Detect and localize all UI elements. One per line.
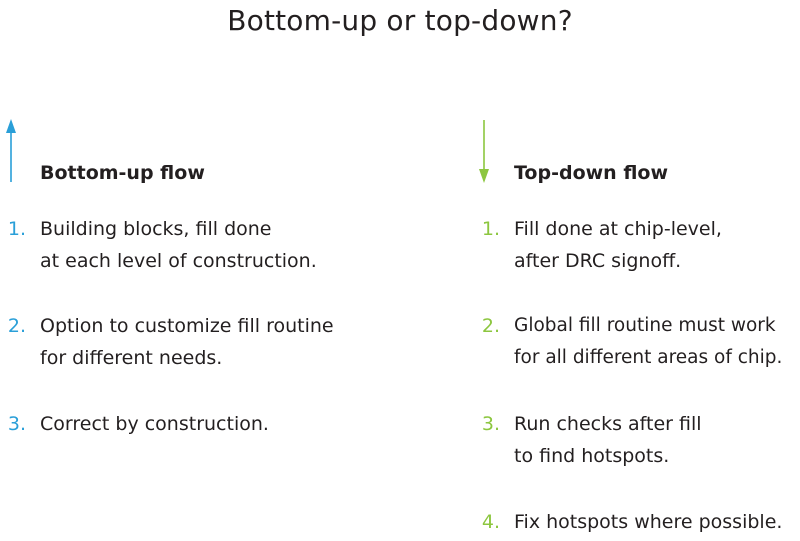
item-line: Correct by construction. xyxy=(40,413,269,435)
item-line: Fix hotspots where possible. xyxy=(514,511,783,533)
item-number: 3. xyxy=(481,413,500,435)
item-number: 2. xyxy=(481,315,500,337)
item-number: 3. xyxy=(7,413,26,435)
top-down-heading: Top-down flow xyxy=(514,162,669,184)
item-number: 1. xyxy=(7,218,26,240)
item-line: for all different areas of chip. xyxy=(514,347,783,368)
arrow-down-icon xyxy=(479,120,489,183)
item-number: 2. xyxy=(7,315,26,337)
item-text: Fix hotspots where possible. xyxy=(514,506,782,538)
item-text: Option to customize fill routine for dif… xyxy=(40,310,334,374)
item-line: Option to customize fill routine xyxy=(40,315,334,337)
page-title: Bottom-up or top-down? xyxy=(227,4,573,37)
item-line: Building blocks, fill done xyxy=(40,218,272,240)
item-text: Fill done at chip-level, after DRC signo… xyxy=(514,213,722,277)
item-text: Correct by construction. xyxy=(40,408,269,440)
item-line: to find hotspots. xyxy=(514,445,670,467)
item-line: after DRC signoff. xyxy=(514,250,682,272)
item-text: Run checks after fill to find hotspots. xyxy=(514,408,702,472)
item-text: Building blocks, fill done at each level… xyxy=(40,213,317,277)
item-number: 4. xyxy=(481,511,500,533)
item-line: for different needs. xyxy=(40,347,223,369)
item-line: Fill done at chip-level, xyxy=(514,218,722,240)
bottom-up-heading: Bottom-up flow xyxy=(40,162,205,184)
item-number: 1. xyxy=(481,218,500,240)
item-line: at each level of construction. xyxy=(40,250,317,272)
arrow-up-icon xyxy=(6,119,16,182)
item-line: Global fill routine must work xyxy=(514,315,776,336)
item-line: Run checks after fill xyxy=(514,413,702,435)
item-text: Global fill routine must work for all di… xyxy=(514,310,782,374)
